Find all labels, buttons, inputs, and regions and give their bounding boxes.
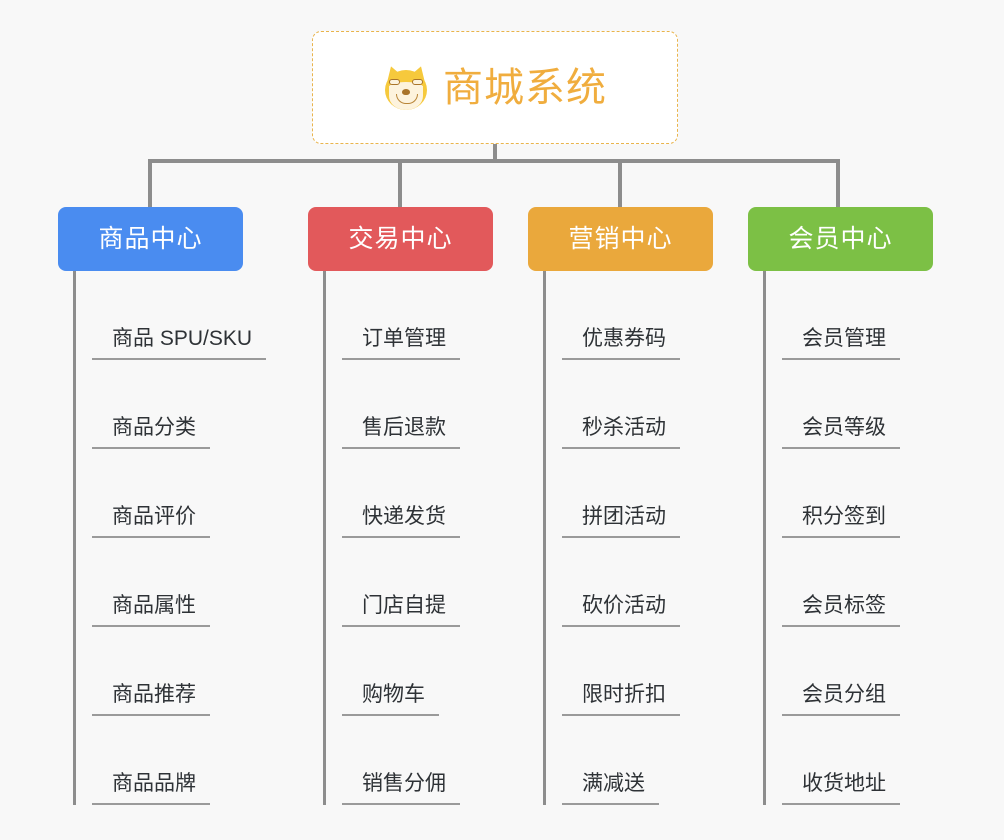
category-box-member-center[interactable]: 会员中心: [748, 207, 933, 271]
list-item[interactable]: 积分签到: [782, 449, 968, 538]
list-item[interactable]: 商品属性: [92, 538, 278, 627]
leaf-list-member-center: 会员管理 会员等级 积分签到 会员标签 会员分组 收货地址: [763, 271, 968, 805]
list-item[interactable]: 砍价活动: [562, 538, 748, 627]
leaf-label: 优惠券码: [562, 328, 680, 360]
list-item[interactable]: 会员管理: [782, 271, 968, 360]
category-box-marketing-center[interactable]: 营销中心: [528, 207, 713, 271]
shiba-inu-dog-icon: [383, 63, 429, 111]
leaf-label: 售后退款: [342, 417, 460, 449]
list-item[interactable]: 满减送: [562, 716, 748, 805]
category-title: 会员中心: [788, 224, 893, 253]
list-item[interactable]: 收货地址: [782, 716, 968, 805]
category-title: 交易中心: [348, 224, 453, 253]
list-item[interactable]: 商品推荐: [92, 627, 278, 716]
leaf-label: 限时折扣: [562, 684, 680, 716]
list-item[interactable]: 订单管理: [342, 271, 528, 360]
list-item[interactable]: 购物车: [342, 627, 528, 716]
list-item[interactable]: 商品评价: [92, 449, 278, 538]
leaf-label: 秒杀活动: [562, 417, 680, 449]
root-node-shop-system[interactable]: 商城系统: [312, 31, 678, 144]
leaf-label: 砍价活动: [562, 595, 680, 627]
list-item[interactable]: 会员标签: [782, 538, 968, 627]
connector-drop-column-4: [836, 159, 840, 209]
leaf-label: 商品品牌: [92, 773, 210, 805]
leaf-list-product-center: 商品 SPU/SKU 商品分类 商品评价 商品属性 商品推荐 商品品牌: [73, 271, 278, 805]
connector-drop-column-1: [148, 159, 152, 209]
leaf-label: 积分签到: [782, 506, 900, 538]
leaf-label: 收货地址: [782, 773, 900, 805]
branch-column-member-center: 会员中心 会员管理 会员等级 积分签到 会员标签 会员分组 收货地址: [748, 207, 968, 805]
leaf-label: 满减送: [562, 773, 659, 805]
root-node-title: 商城系统: [443, 65, 607, 110]
list-item[interactable]: 拼团活动: [562, 449, 748, 538]
branch-column-trade-center: 交易中心 订单管理 售后退款 快递发货 门店自提 购物车 销售分佣: [308, 207, 528, 805]
list-item[interactable]: 限时折扣: [562, 627, 748, 716]
list-item[interactable]: 会员分组: [782, 627, 968, 716]
category-box-trade-center[interactable]: 交易中心: [308, 207, 493, 271]
leaf-label: 商品评价: [92, 506, 210, 538]
connector-drop-column-2: [398, 159, 402, 209]
connector-root-stem: [493, 144, 497, 163]
list-item[interactable]: 销售分佣: [342, 716, 528, 805]
leaf-label: 拼团活动: [562, 506, 680, 538]
connector-drop-column-3: [618, 159, 622, 209]
leaf-label: 订单管理: [342, 328, 460, 360]
leaf-list-marketing-center: 优惠券码 秒杀活动 拼团活动 砍价活动 限时折扣 满减送: [543, 271, 748, 805]
leaf-label: 门店自提: [342, 595, 460, 627]
list-item[interactable]: 商品品牌: [92, 716, 278, 805]
category-box-product-center[interactable]: 商品中心: [58, 207, 243, 271]
list-item[interactable]: 售后退款: [342, 360, 528, 449]
list-item[interactable]: 秒杀活动: [562, 360, 748, 449]
leaf-label: 会员分组: [782, 684, 900, 716]
branch-column-product-center: 商品中心 商品 SPU/SKU 商品分类 商品评价 商品属性 商品推荐 商品品牌: [58, 207, 278, 805]
leaf-list-trade-center: 订单管理 售后退款 快递发货 门店自提 购物车 销售分佣: [323, 271, 528, 805]
connector-horizontal-bus: [148, 159, 840, 163]
list-item[interactable]: 商品 SPU/SKU: [92, 271, 278, 360]
leaf-label: 商品分类: [92, 417, 210, 449]
leaf-label: 快递发货: [342, 506, 460, 538]
list-item[interactable]: 门店自提: [342, 538, 528, 627]
category-title: 营销中心: [568, 224, 673, 253]
list-item[interactable]: 快递发货: [342, 449, 528, 538]
leaf-label: 销售分佣: [342, 773, 460, 805]
list-item[interactable]: 会员等级: [782, 360, 968, 449]
category-title: 商品中心: [98, 224, 203, 253]
leaf-label: 会员等级: [782, 417, 900, 449]
list-item[interactable]: 优惠券码: [562, 271, 748, 360]
leaf-label: 会员标签: [782, 595, 900, 627]
leaf-label: 会员管理: [782, 328, 900, 360]
leaf-label: 商品 SPU/SKU: [92, 328, 267, 360]
leaf-label: 商品推荐: [92, 684, 210, 716]
leaf-label: 商品属性: [92, 595, 210, 627]
leaf-label: 购物车: [342, 684, 439, 716]
branch-column-marketing-center: 营销中心 优惠券码 秒杀活动 拼团活动 砍价活动 限时折扣 满减送: [528, 207, 748, 805]
list-item[interactable]: 商品分类: [92, 360, 278, 449]
